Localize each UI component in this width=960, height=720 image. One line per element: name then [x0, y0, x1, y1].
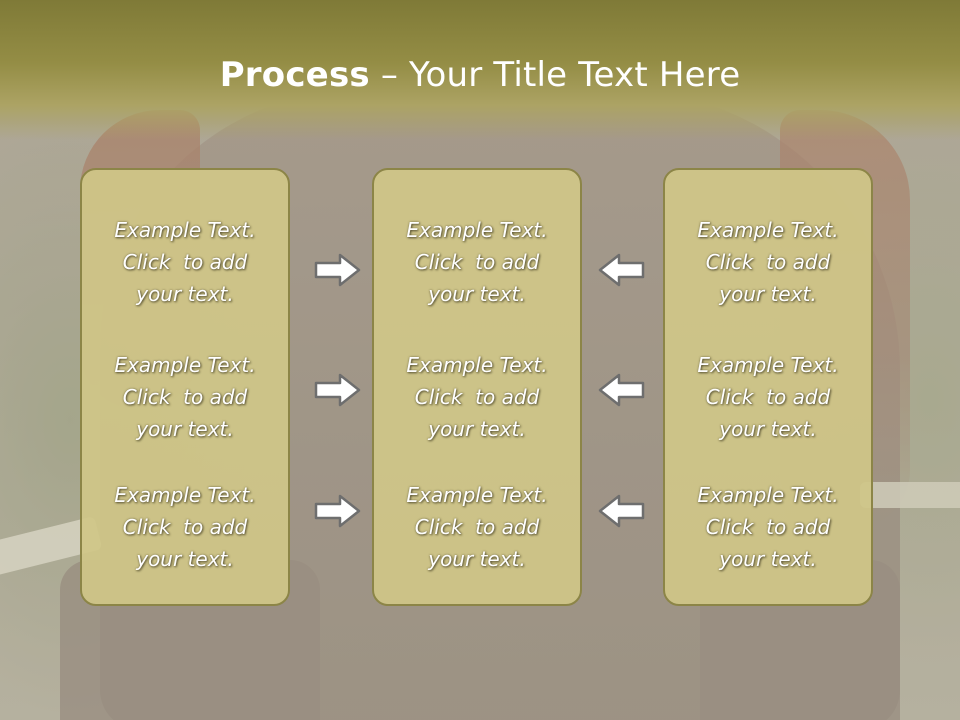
text-line: Example Text.: [406, 218, 548, 242]
panel-left[interactable]: Example Text. Click to add your text. Ex…: [80, 168, 290, 606]
text-line: Click to add: [122, 250, 248, 274]
arrow-right-icon: [314, 253, 361, 287]
text-placeholder[interactable]: Example Text. Click to add your text.: [374, 214, 580, 310]
fence-rail-right: [860, 482, 960, 508]
text-line: Click to add: [122, 385, 248, 409]
text-placeholder[interactable]: Example Text. Click to add your text.: [374, 349, 580, 445]
text-line: Click to add: [705, 515, 831, 539]
text-placeholder[interactable]: Example Text. Click to add your text.: [82, 479, 288, 575]
arrow-left-icon: [598, 373, 645, 407]
text-placeholder[interactable]: Example Text. Click to add your text.: [665, 349, 871, 445]
arrow-right-icon: [314, 373, 361, 407]
text-line: Example Text.: [697, 218, 839, 242]
text-line: your text.: [136, 417, 234, 441]
slide-title[interactable]: Process – Your Title Text Here: [0, 52, 960, 98]
arrow-left-icon: [598, 253, 645, 287]
title-bold: Process: [219, 55, 370, 95]
text-placeholder[interactable]: Example Text. Click to add your text.: [82, 349, 288, 445]
text-line: your text.: [719, 282, 817, 306]
title-rest: – Your Title Text Here: [369, 55, 741, 95]
text-line: your text.: [719, 547, 817, 571]
text-line: Click to add: [122, 515, 248, 539]
title-band: [0, 0, 960, 140]
text-placeholder[interactable]: Example Text. Click to add your text.: [82, 214, 288, 310]
text-line: Example Text.: [697, 353, 839, 377]
text-line: Example Text.: [406, 483, 548, 507]
text-line: Click to add: [414, 250, 540, 274]
text-line: Example Text.: [114, 353, 256, 377]
text-line: Example Text.: [114, 483, 256, 507]
text-line: Click to add: [705, 385, 831, 409]
text-line: your text.: [719, 417, 817, 441]
text-placeholder[interactable]: Example Text. Click to add your text.: [374, 479, 580, 575]
panel-center[interactable]: Example Text. Click to add your text. Ex…: [372, 168, 582, 606]
text-line: your text.: [136, 282, 234, 306]
text-line: your text.: [428, 547, 526, 571]
text-placeholder[interactable]: Example Text. Click to add your text.: [665, 479, 871, 575]
text-line: Example Text.: [406, 353, 548, 377]
text-line: Click to add: [414, 385, 540, 409]
arrow-left-icon: [598, 494, 645, 528]
arrow-right-icon: [314, 494, 361, 528]
text-line: Click to add: [414, 515, 540, 539]
text-line: Click to add: [705, 250, 831, 274]
text-line: Example Text.: [697, 483, 839, 507]
text-line: your text.: [428, 417, 526, 441]
text-line: your text.: [136, 547, 234, 571]
text-line: your text.: [428, 282, 526, 306]
panel-right[interactable]: Example Text. Click to add your text. Ex…: [663, 168, 873, 606]
text-line: Example Text.: [114, 218, 256, 242]
text-placeholder[interactable]: Example Text. Click to add your text.: [665, 214, 871, 310]
